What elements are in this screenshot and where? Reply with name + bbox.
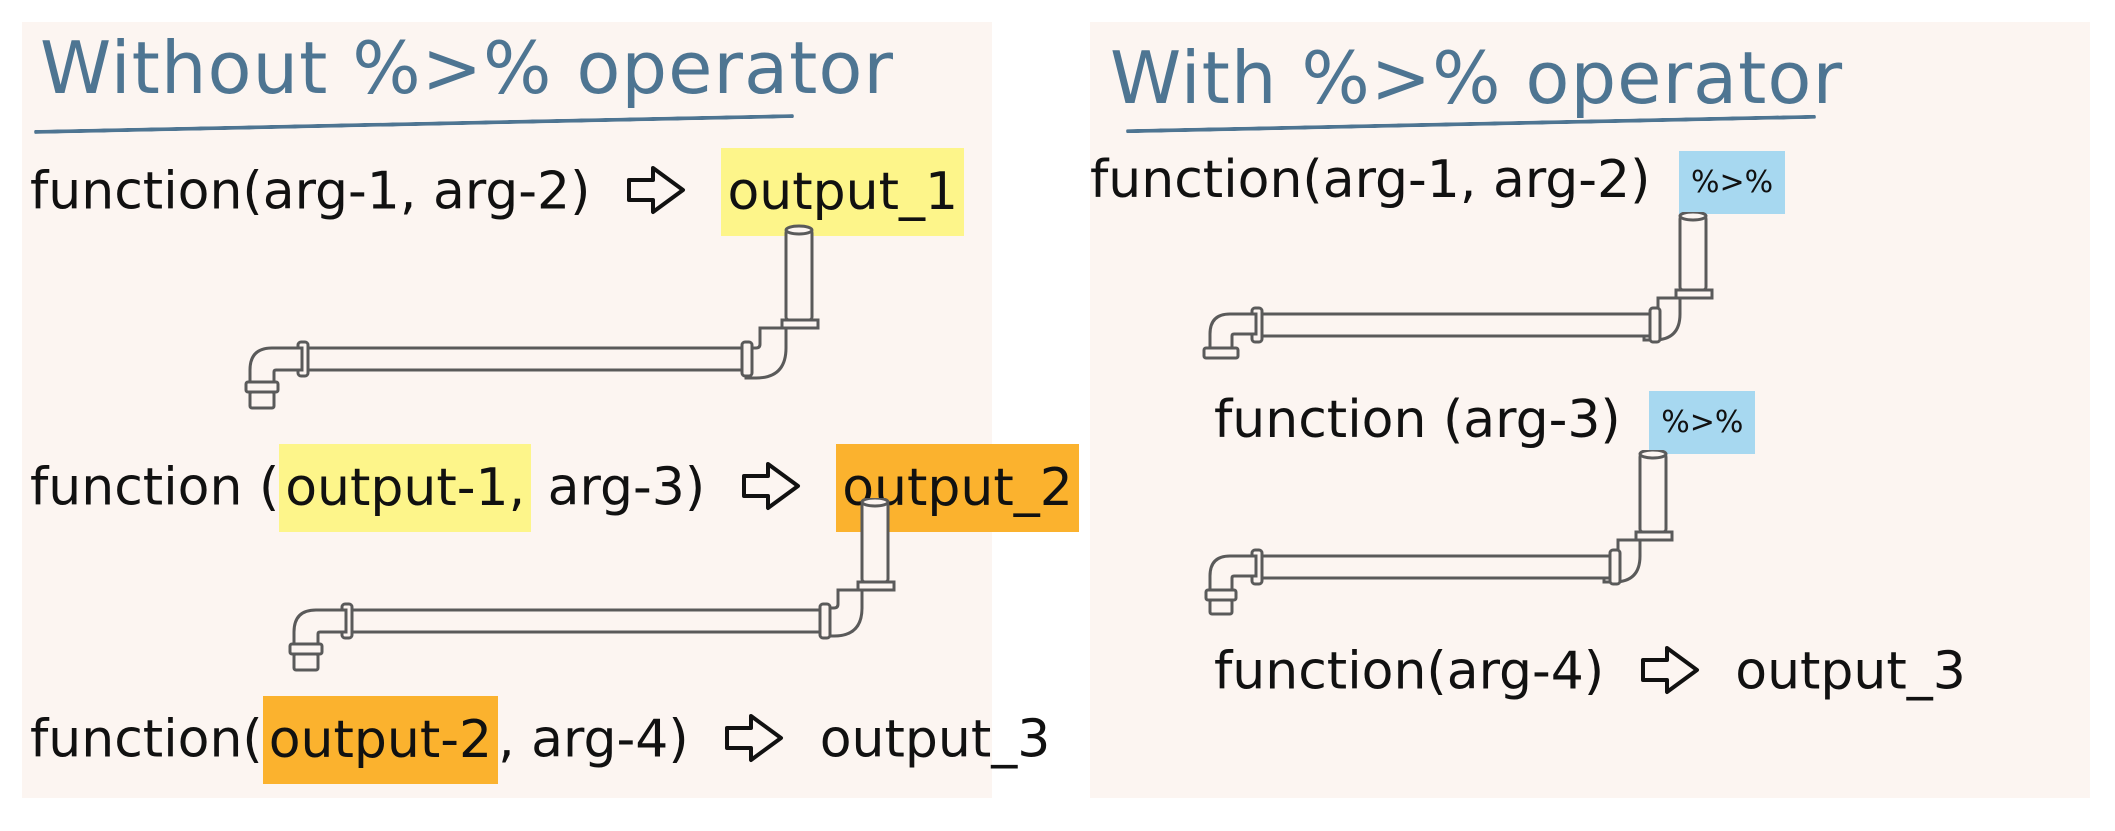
- right-panel: With %>% operator function(arg-1, arg-2)…: [1090, 22, 2090, 798]
- right-pipe-op-1: %>%: [1678, 151, 1786, 214]
- pipe-icon: [244, 224, 820, 410]
- right-pipe-op-2: %>%: [1649, 391, 1756, 454]
- left-line2-prefix: function (: [30, 457, 280, 518]
- left-line2-suffix: arg-3): [547, 457, 706, 518]
- right-output-3: output_3: [1735, 641, 1966, 702]
- left-line3-prefix: function(: [30, 709, 263, 770]
- hollow-arrow-icon: [723, 712, 785, 773]
- right-line-1: function(arg-1, arg-2) %>%: [1090, 151, 1786, 214]
- left-title-underline: [34, 114, 794, 134]
- left-title: Without %>% operator: [40, 26, 894, 110]
- left-line-3: function(output-2, arg-4) output_3: [30, 695, 1051, 784]
- left-line-1: function(arg-1, arg-2) output_1: [30, 147, 965, 236]
- right-title: With %>% operator: [1110, 36, 1844, 120]
- right-line1-call: function(arg-1, arg-2): [1090, 150, 1651, 210]
- right-line-3: function(arg-4) output_3: [1214, 644, 1966, 705]
- right-line-2: function (arg-3) %>%: [1214, 391, 1756, 454]
- hollow-arrow-icon: [625, 164, 687, 225]
- hollow-arrow-icon: [1639, 644, 1701, 705]
- pipe-icon: [288, 498, 896, 672]
- right-line3-call: function(arg-4): [1214, 641, 1605, 702]
- left-line2-arg-highlight: output-1,: [279, 443, 532, 532]
- pipe-icon: [1204, 450, 1674, 616]
- left-panel: Without %>% operator function(arg-1, arg…: [22, 22, 1079, 798]
- left-output-1: output_1: [721, 147, 965, 236]
- pipe-icon: [1202, 212, 1714, 360]
- hollow-arrow-icon: [740, 460, 802, 521]
- right-line2-call: function (arg-3): [1214, 390, 1621, 450]
- left-line3-suffix: , arg-4): [498, 709, 689, 770]
- left-line1-call: function(arg-1, arg-2): [30, 161, 591, 222]
- left-line3-arg-highlight: output-2: [262, 695, 499, 784]
- left-output-3: output_3: [819, 709, 1051, 770]
